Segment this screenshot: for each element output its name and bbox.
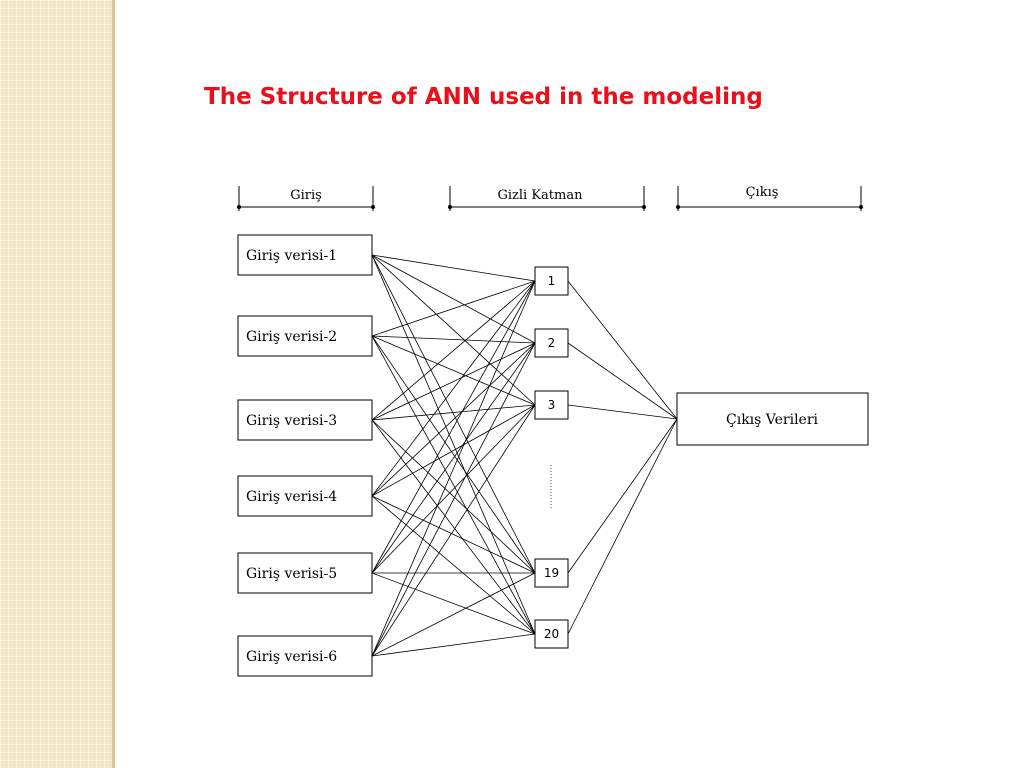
hidden-node-label: 2 <box>548 336 556 350</box>
input-box: Giriş verisi-3 <box>237 399 373 441</box>
header-hidden: Gizli Katman <box>448 186 646 211</box>
input-box: Giriş verisi-5 <box>237 552 373 594</box>
input-box: Giriş verisi-2 <box>237 315 373 357</box>
header-output-label: Çıkış <box>746 185 779 200</box>
connection-input-hidden <box>371 342 536 421</box>
input-box: Giriş verisi-4 <box>237 475 373 517</box>
connection-input-hidden <box>371 572 536 657</box>
header-output: Çıkış <box>676 185 863 211</box>
connection-input-hidden <box>371 280 536 657</box>
input-box: Giriş verisi-1 <box>237 234 373 276</box>
connection-input-hidden <box>371 342 536 497</box>
side-decoration-strip <box>0 0 112 768</box>
hidden-node: 20 <box>534 619 569 649</box>
connection-hidden-output <box>567 418 678 574</box>
input-box: Giriş verisi-6 <box>237 635 373 677</box>
connection-input-hidden <box>371 280 536 574</box>
connection-input-hidden <box>371 280 536 497</box>
side-strip-edge <box>112 0 115 768</box>
hidden-node-label: 3 <box>548 398 556 412</box>
connection-hidden-output <box>567 342 678 420</box>
connection-input-hidden <box>371 342 536 574</box>
hidden-node: 19 <box>534 558 569 588</box>
connection-input-hidden <box>371 404 536 574</box>
output-box: Çıkış Verileri <box>676 392 869 446</box>
header-hidden-label: Gizli Katman <box>498 188 584 203</box>
connection-hidden-output <box>567 418 678 635</box>
connection-input-hidden <box>371 404 536 421</box>
connection-input-hidden <box>371 280 536 421</box>
connection-input-hidden <box>371 335 536 574</box>
connection-input-hidden <box>371 254 536 344</box>
connection-input-hidden <box>371 572 536 635</box>
connection-input-hidden <box>371 280 536 337</box>
input-label: Giriş verisi-3 <box>246 413 337 429</box>
connection-hidden-output <box>567 280 678 420</box>
connection-input-hidden <box>371 495 536 574</box>
input-label: Giriş verisi-6 <box>246 649 337 665</box>
connection-input-hidden <box>371 404 536 657</box>
input-label: Giriş verisi-1 <box>246 248 337 264</box>
connection-input-hidden <box>371 254 536 574</box>
connection-lines <box>371 254 678 657</box>
connection-input-hidden <box>371 419 536 635</box>
header-input: Giriş <box>237 186 375 211</box>
connection-input-hidden <box>371 342 536 657</box>
input-label: Giriş verisi-5 <box>246 566 337 582</box>
connection-input-hidden <box>371 335 536 344</box>
slide-title: The Structure of ANN used in the modelin… <box>204 84 763 110</box>
hidden-node: 3 <box>534 390 569 420</box>
hidden-node: 2 <box>534 328 569 358</box>
hidden-node-label: 19 <box>544 566 559 580</box>
hidden-node-label: 1 <box>548 274 556 288</box>
connection-input-hidden <box>371 254 536 635</box>
connection-input-hidden <box>371 419 536 574</box>
connection-input-hidden <box>371 633 536 657</box>
connection-hidden-output <box>567 404 678 420</box>
connection-input-hidden <box>371 254 536 406</box>
connection-input-hidden <box>371 335 536 635</box>
connection-input-hidden <box>371 254 536 282</box>
input-label: Giriş verisi-4 <box>246 489 337 505</box>
connection-input-hidden <box>371 495 536 635</box>
hidden-node: 1 <box>534 266 569 296</box>
hidden-node-label: 20 <box>544 627 559 641</box>
connection-input-hidden <box>371 404 536 497</box>
header-input-label: Giriş <box>290 188 322 203</box>
connection-input-hidden <box>371 335 536 406</box>
output-label: Çıkış Verileri <box>726 412 819 428</box>
input-label: Giriş verisi-2 <box>246 329 337 345</box>
